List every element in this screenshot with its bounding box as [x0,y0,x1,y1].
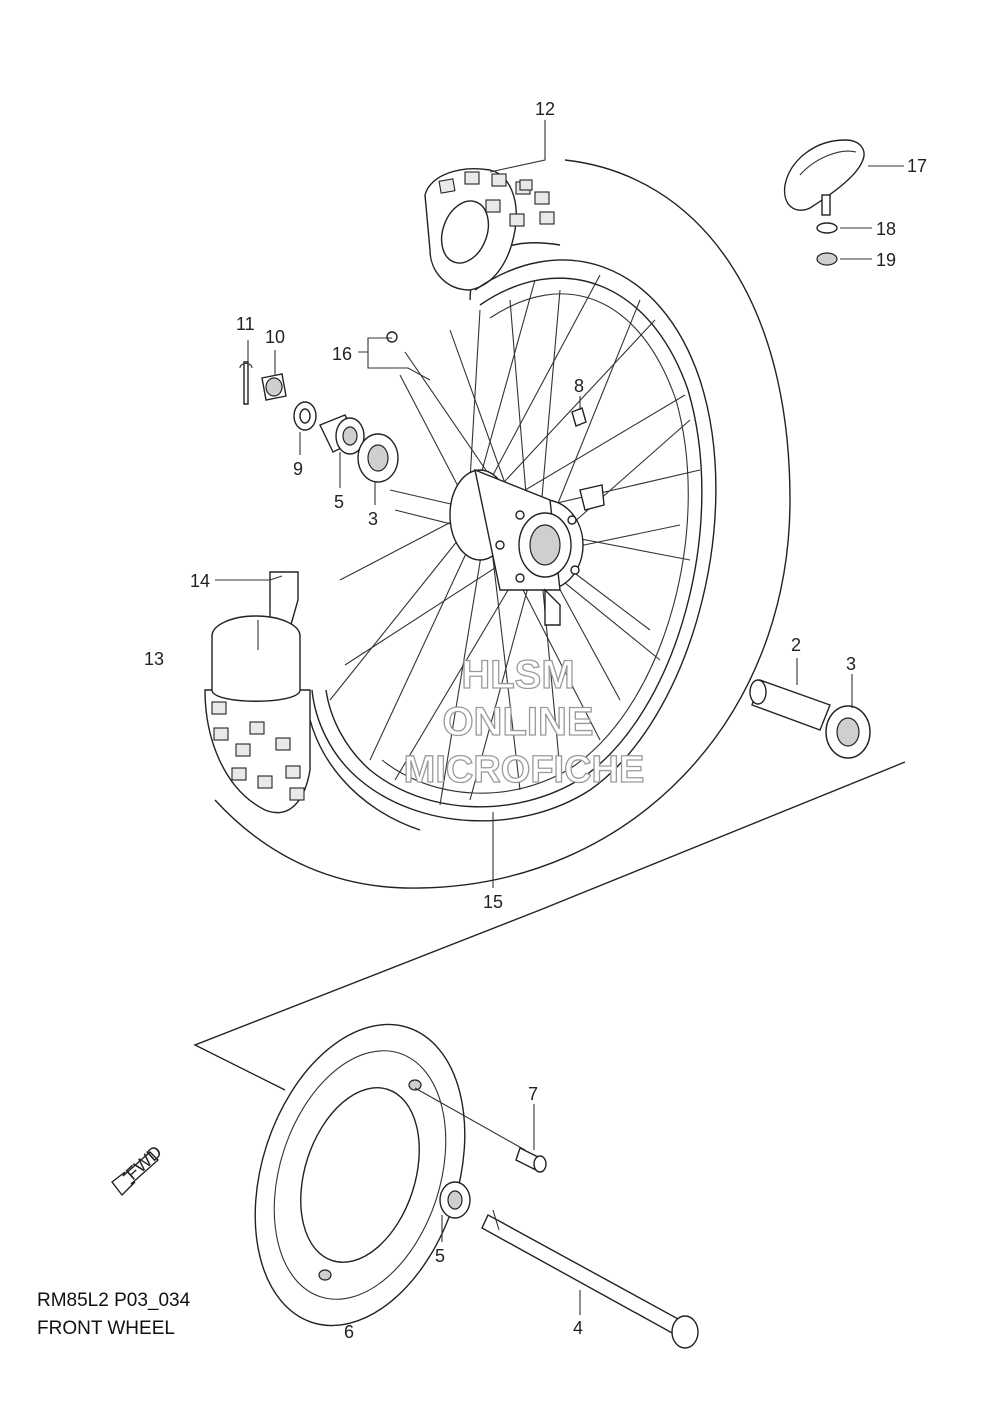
callout-9: 9 [293,459,303,479]
tire [204,159,791,889]
disc-bolt [414,1087,547,1173]
callout-5-bottom: 5 [435,1246,445,1266]
callout-11: 11 [236,314,255,334]
axle-collar [439,1181,471,1219]
spokes [329,274,701,806]
hub [449,468,605,626]
callout-10: 10 [265,327,285,347]
callout-8: 8 [574,376,584,396]
tread-blocks-top [438,171,555,227]
callout-2: 2 [791,635,801,655]
callouts: 12 17 18 19 11 10 16 8 9 5 3 14 13 2 3 1… [144,99,927,1342]
right-spacer-bearing [749,679,871,759]
callout-15: 15 [483,892,503,912]
callout-18: 18 [876,219,896,239]
watermark-line-3: MICROFICHE [404,749,645,791]
callout-3-top: 3 [368,509,378,529]
tread-blocks-bottom [211,701,305,801]
callout-3-right: 3 [846,654,856,674]
callout-12: 12 [535,99,555,119]
callout-17: 17 [907,156,927,176]
rim-lock-valve [783,139,865,266]
model-code: RM85L2 P03_034 [37,1290,191,1311]
diagram-title: FRONT WHEEL [37,1318,175,1339]
assembly-divider [193,761,906,1091]
fwd-label: FWD [122,1142,166,1184]
front-axle [481,1209,699,1349]
callout-7: 7 [528,1084,538,1104]
rim [311,259,717,822]
callout-19: 19 [876,250,896,270]
watermark-line-1: HLSM [461,653,574,697]
callout-5-top: 5 [334,492,344,512]
brake-disc [254,1023,466,1327]
brake-hose-guard [211,571,301,702]
callout-4: 4 [573,1318,583,1338]
watermark-line-2: ONLINE [442,700,593,744]
callout-14: 14 [190,571,210,591]
callout-16: 16 [332,344,352,364]
callout-13: 13 [144,649,164,669]
fwd-arrow: FWD [111,1142,166,1197]
leader-lines [215,120,904,1315]
watermark: HLSM ONLINE MICROFICHE [403,652,645,791]
left-axle-parts [239,331,587,483]
callout-6: 6 [344,1322,354,1342]
